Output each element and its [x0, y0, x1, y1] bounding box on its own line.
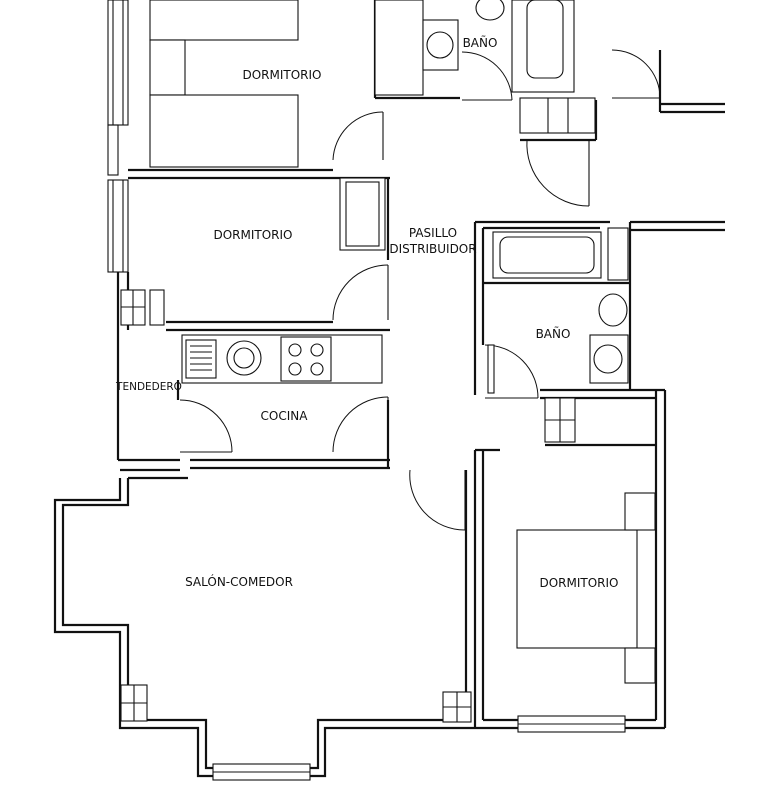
cabinet-bath1 [374, 0, 424, 96]
label-distribuidor: DISTRIBUIDOR [389, 242, 476, 256]
label-dormitorio-right: DORMITORIO [539, 576, 618, 590]
bed-top [149, 0, 299, 41]
nightstand-top [149, 39, 186, 96]
label-bano-top: BAÑO [463, 35, 498, 50]
fixtures [120, 0, 656, 723]
window-mid-left [107, 179, 129, 273]
nightstand-right-top [624, 492, 656, 531]
cooktop [280, 336, 332, 382]
bathtub-2 [492, 231, 602, 279]
label-dormitorio-middle: DORMITORIO [213, 228, 292, 242]
label-pasillo: PASILLO [409, 226, 457, 240]
wardrobe-bedroom2 [339, 177, 386, 251]
bed-right [516, 529, 638, 649]
label-cocina: COCINA [261, 409, 309, 423]
bathtub-1 [511, 0, 575, 93]
toilet-bath1 [475, 0, 505, 21]
label-salon-comedor: SALÓN-COMEDOR [185, 574, 293, 589]
label-tendedero: TENDEDERO [115, 381, 182, 393]
kitchen-sink [226, 340, 262, 376]
room-labels: DORMITORIO BAÑO DORMITORIO PASILLO DISTR… [115, 35, 618, 590]
toilet-bath2 [598, 293, 628, 327]
bed-lower [149, 94, 299, 168]
label-bano-right: BAÑO [536, 326, 571, 341]
sink-bath1 [422, 19, 459, 71]
door-swings [179, 49, 661, 531]
nightstand-right-bottom [624, 647, 656, 684]
label-dormitorio-top: DORMITORIO [242, 68, 321, 82]
closet-bath1 [519, 97, 596, 134]
window-top-left [107, 0, 129, 126]
